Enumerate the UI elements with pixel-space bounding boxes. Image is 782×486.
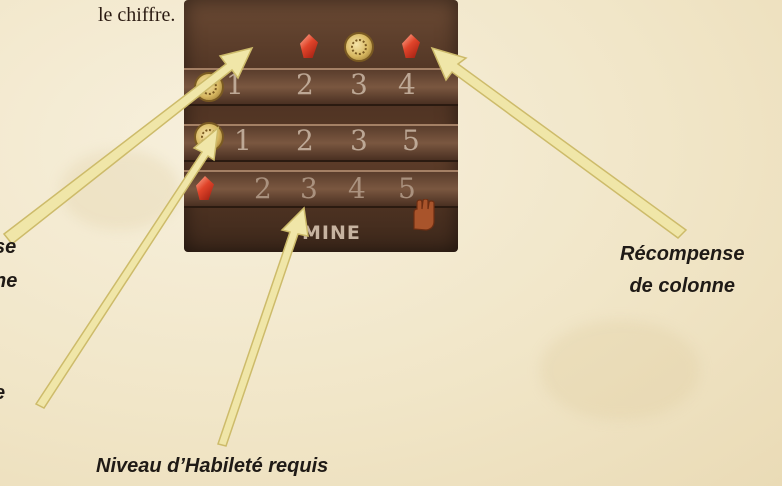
arrow-to-column-reward (432, 48, 686, 238)
caption-fragment: e (0, 382, 5, 405)
column-reward-caption: Récompense de colonne (620, 238, 745, 302)
arrow-to-row-reward (36, 128, 218, 408)
arrow-to-skill-level (218, 208, 308, 446)
caption-fragment: ne (0, 270, 17, 293)
caption-fragment: se (0, 236, 16, 259)
column-reward-caption-line2: de colonne (620, 270, 745, 302)
column-reward-caption-line1: Récompense (620, 238, 745, 270)
skill-level-caption: Niveau d’Habileté requis (96, 455, 328, 478)
